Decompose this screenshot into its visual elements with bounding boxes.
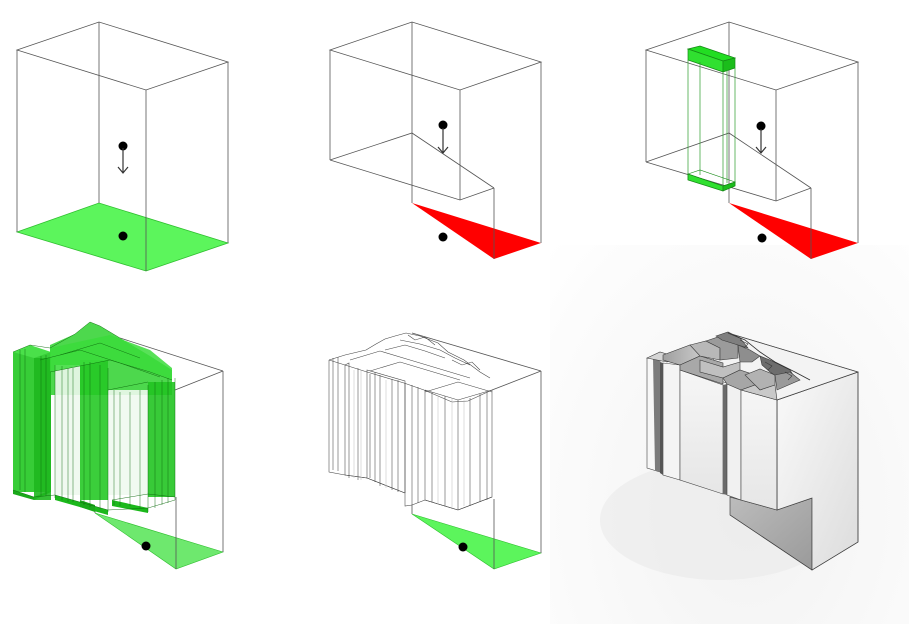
column-face (653, 356, 660, 472)
down-arrow-icon (117, 148, 129, 174)
stepped-box-wireframe (328, 21, 543, 259)
panel-3 (644, 21, 860, 259)
column-face (740, 389, 778, 511)
block-outline (727, 332, 859, 571)
wireframe-column-cluster (328, 332, 493, 511)
panel-5 (328, 332, 542, 570)
ground-point-icon (118, 231, 128, 241)
green-projection (411, 513, 542, 570)
box-wireframe (15, 21, 230, 271)
red-projection (412, 203, 541, 259)
column-face (726, 383, 742, 501)
point-icon (438, 120, 448, 130)
panel-4 (12, 321, 224, 570)
ground-point-icon (141, 541, 151, 551)
column-face (679, 369, 724, 495)
green-column (686, 45, 737, 192)
ground-point-icon (438, 232, 448, 242)
panel-1 (15, 21, 230, 272)
column-face (662, 362, 681, 481)
down-arrow-icon (755, 129, 767, 154)
point-icon (118, 141, 128, 151)
down-arrow-icon (437, 128, 449, 154)
column-face (660, 362, 663, 475)
point-icon (756, 121, 766, 131)
panel-6 (600, 331, 859, 580)
roof-cells (646, 331, 811, 401)
ground-point-icon (458, 542, 468, 552)
green-projection (94, 512, 224, 570)
ground-point-icon (757, 233, 767, 243)
red-projection (729, 203, 858, 259)
stepped-box-wireframe (411, 332, 542, 569)
green-column-cluster (12, 321, 176, 515)
faint-inner-lines (353, 370, 465, 508)
stepped-box-wireframe (644, 21, 860, 259)
panel-2 (328, 21, 543, 259)
column-face (723, 384, 727, 495)
